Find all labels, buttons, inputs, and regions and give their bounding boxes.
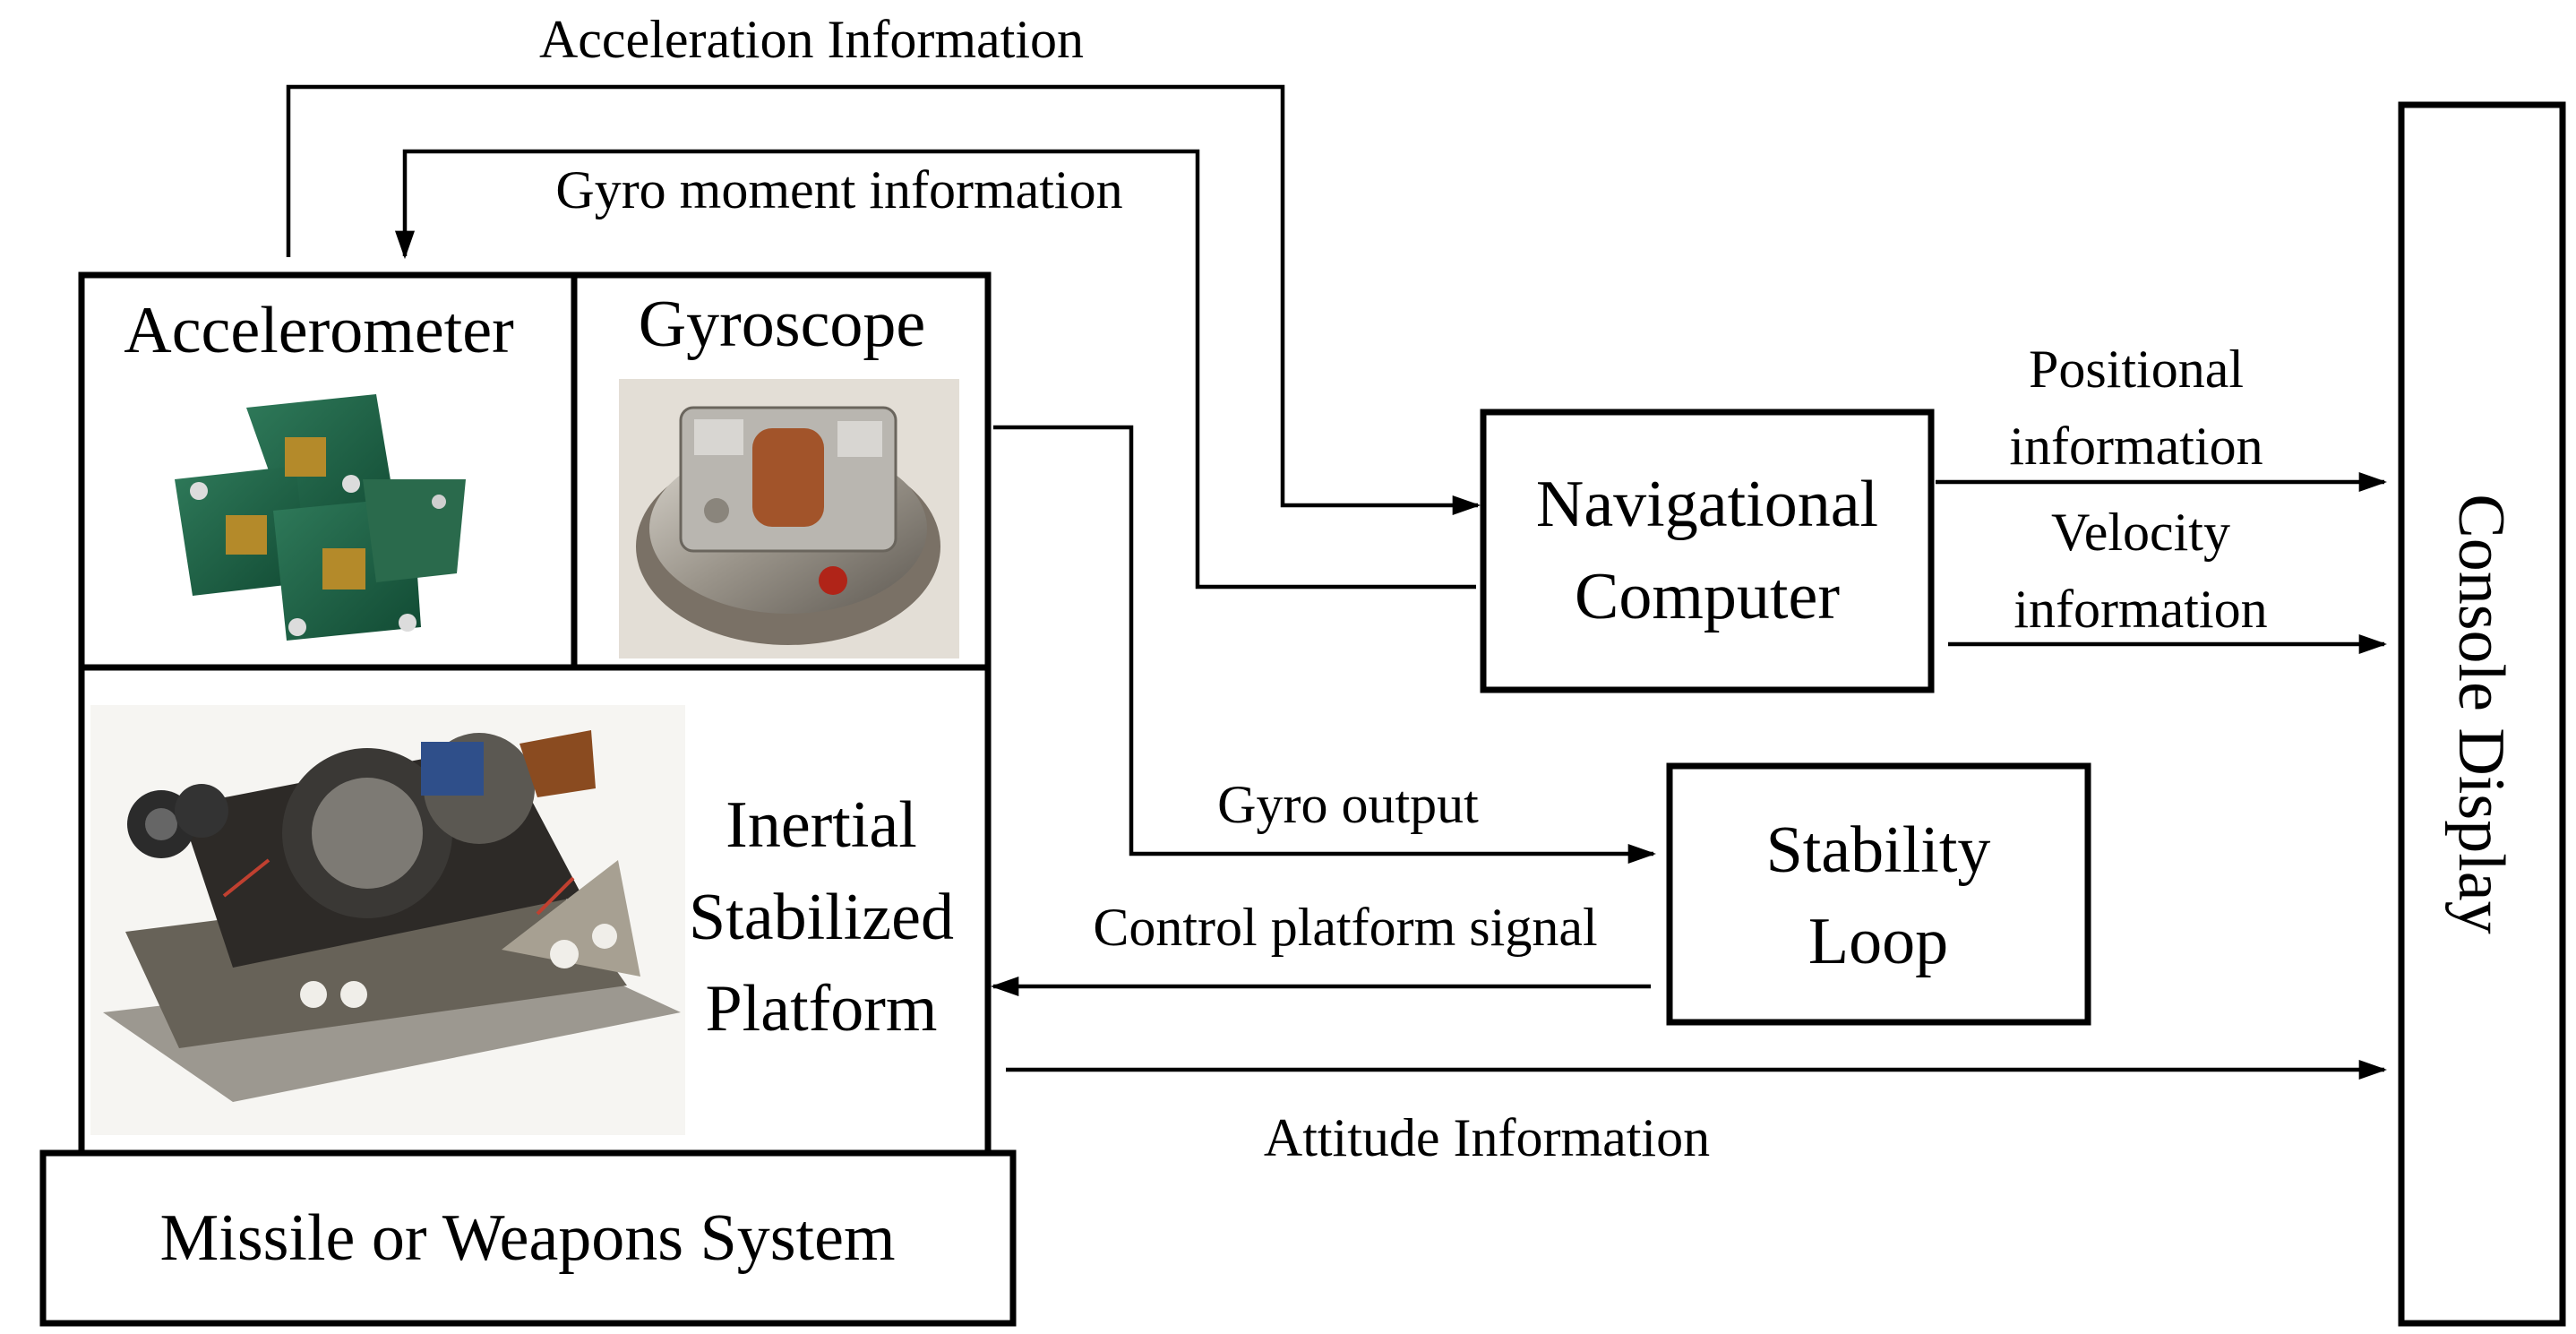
- console-display-label: Console Display: [2444, 494, 2518, 934]
- velocity-info-label-line2: information: [2014, 580, 2267, 639]
- nav-computer-label-line2: Computer: [1575, 560, 1840, 633]
- stability-loop-label-line2: Loop: [1808, 905, 1948, 978]
- acceleration-wire: [286, 84, 1481, 516]
- accelerometer-label: Accelerometer: [124, 294, 513, 367]
- acceleration-info-label: Acceleration Information: [539, 10, 1084, 69]
- positional-info-label-line1: Positional: [2029, 340, 2244, 399]
- gyro-moment-info-label: Gyro moment information: [555, 160, 1122, 219]
- positional-info-label-line2: information: [2009, 417, 2263, 476]
- weapons-system-label: Missile or Weapons System: [159, 1201, 895, 1275]
- control-platform-label: Control platform signal: [1093, 898, 1597, 957]
- platform-label-line3: Platform: [706, 972, 938, 1046]
- console-display-box: [2398, 101, 2566, 1327]
- gyro-moment-wire: [394, 149, 1476, 590]
- gyroscope-label: Gyroscope: [639, 288, 926, 361]
- gyroscope-photo: [619, 379, 959, 658]
- stability-loop-label-line1: Stability: [1766, 813, 1991, 887]
- inertial-platform-photo: [90, 705, 685, 1135]
- weapons-system-box: [39, 1149, 1017, 1327]
- attitude-info-label: Attitude Information: [1264, 1108, 1710, 1167]
- accelerometer-photo: [175, 394, 466, 641]
- velocity-info-label-line1: Velocity: [2051, 503, 2230, 562]
- nav-computer-box: [1480, 409, 1935, 693]
- stability-loop-box: [1666, 762, 2091, 1026]
- nav-computer-label-line1: Navigational: [1536, 468, 1878, 541]
- platform-label-line2: Stabilized: [689, 881, 954, 954]
- platform-label-line1: Inertial: [726, 788, 917, 862]
- gyro-output-wire: [993, 425, 1657, 865]
- gyro-output-label: Gyro output: [1217, 775, 1479, 834]
